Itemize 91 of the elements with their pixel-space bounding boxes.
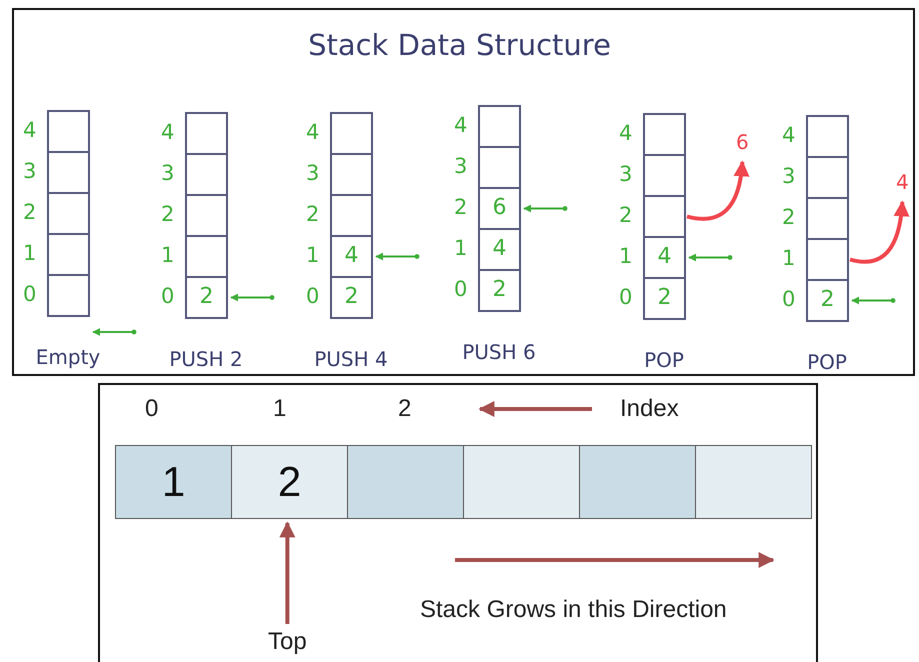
stack-cell: 6 <box>478 187 521 230</box>
popped-value: 4 <box>896 170 909 194</box>
pointer-label: Top <box>268 628 307 656</box>
stack-cell <box>185 153 228 196</box>
stack-caption: POP <box>806 350 848 374</box>
stack-cell: 2 <box>185 276 228 319</box>
arrow <box>230 294 274 302</box>
arrow <box>688 254 732 262</box>
index-number: 1 <box>161 243 174 267</box>
stack-cell: 2 <box>806 279 849 322</box>
array-cell <box>463 445 580 519</box>
stack-cell <box>806 197 849 240</box>
index-number: 2 <box>619 203 632 227</box>
index-number: 2 <box>398 395 412 423</box>
index-number: 2 <box>161 202 174 226</box>
stack-cell <box>185 235 228 278</box>
stack-cell: 4 <box>330 235 373 278</box>
array-cell <box>579 445 696 519</box>
stack-cell <box>643 113 686 156</box>
stack-cell <box>478 146 521 189</box>
index-number: 1 <box>273 395 286 423</box>
stack-cell <box>643 154 686 197</box>
index-number: 0 <box>306 284 320 308</box>
index-number: 0 <box>23 282 36 306</box>
pointer-label: Index <box>620 395 679 423</box>
stack-cell: 4 <box>478 228 521 271</box>
index-number: 4 <box>23 118 36 142</box>
stack-caption: PUSH 4 <box>313 347 389 371</box>
index-number: 1 <box>306 243 320 267</box>
index-number: 3 <box>23 159 36 183</box>
stack-cell <box>806 115 849 158</box>
arrow <box>375 252 420 260</box>
index-number: 0 <box>782 287 796 311</box>
array-cell <box>695 445 812 519</box>
stack-cell: 4 <box>643 236 686 279</box>
index-number: 1 <box>454 236 468 260</box>
index-number: 4 <box>454 113 468 137</box>
index-number: 3 <box>619 162 632 186</box>
direction-text: Stack Grows in this Direction <box>420 596 727 624</box>
stack-cell <box>185 194 228 237</box>
index-number: 2 <box>306 202 320 226</box>
stack-cell <box>806 238 849 281</box>
array-cell: 1 <box>115 445 232 519</box>
index-number: 3 <box>161 161 174 185</box>
index-number: 0 <box>161 284 174 308</box>
index-number: 1 <box>619 244 632 268</box>
index-number: 0 <box>145 395 158 423</box>
array-cell <box>347 445 464 519</box>
index-number: 4 <box>782 123 796 147</box>
array-cell: 2 <box>231 445 348 519</box>
index-number: 1 <box>782 246 796 270</box>
stack-caption: PUSH 6 <box>461 340 537 364</box>
stack-cell <box>330 194 373 237</box>
stack-cell <box>643 195 686 238</box>
arrow <box>478 401 592 417</box>
index-number: 0 <box>619 285 632 309</box>
stack-cell <box>47 233 90 276</box>
arrow <box>92 328 136 336</box>
stack-cell <box>47 274 90 317</box>
stack-cell <box>478 105 521 148</box>
index-number: 2 <box>454 195 468 219</box>
stack-cell: 2 <box>330 276 373 319</box>
stack-caption: PUSH 2 <box>168 347 244 371</box>
index-number: 4 <box>619 121 632 145</box>
index-number: 1 <box>23 241 36 265</box>
popped-value: 6 <box>736 130 749 154</box>
arrow <box>279 521 296 624</box>
stack-cell <box>47 192 90 235</box>
stack-caption: Empty <box>34 345 102 369</box>
index-number: 2 <box>23 200 36 224</box>
index-number: 4 <box>306 120 320 144</box>
index-number: 2 <box>782 205 796 229</box>
index-number: 3 <box>454 154 468 178</box>
stack-cell <box>330 153 373 196</box>
diagram-title: Stack Data Structure <box>307 28 612 62</box>
stack-cell <box>185 112 228 155</box>
index-number: 3 <box>306 161 320 185</box>
stack-caption: POP <box>643 348 685 372</box>
arrow <box>523 204 568 212</box>
arrow <box>686 160 750 221</box>
index-number: 3 <box>782 164 796 188</box>
stack-cell: 2 <box>643 277 686 320</box>
stack-cell: 2 <box>478 269 521 312</box>
stack-cell <box>47 110 90 153</box>
index-number: 4 <box>161 120 174 144</box>
arrow <box>851 296 896 304</box>
stack-cell <box>330 112 373 155</box>
stack-cell <box>806 156 849 199</box>
stack-cell <box>47 151 90 194</box>
arrow <box>850 200 910 264</box>
index-number: 0 <box>454 277 468 301</box>
